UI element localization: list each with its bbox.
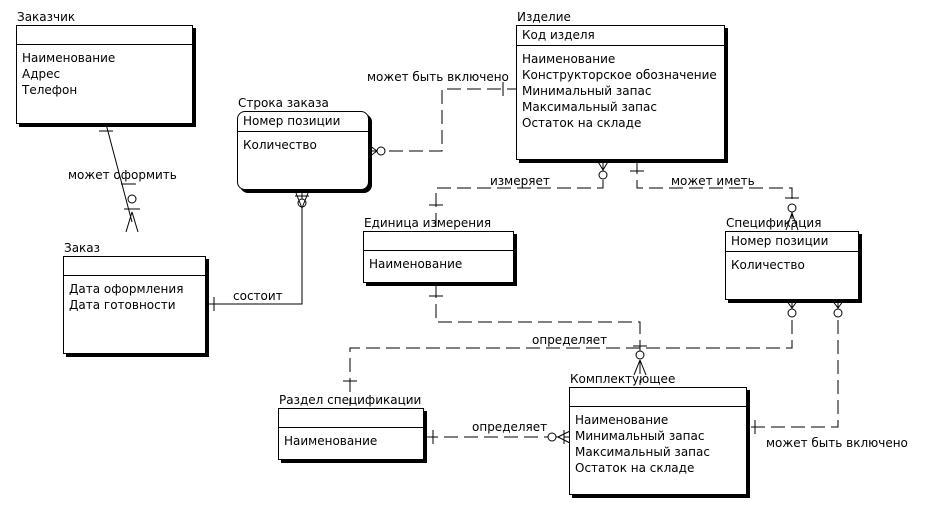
entity-order[interactable]: Дата оформления Дата готовности <box>63 256 206 354</box>
attr-spec-section-name: Наименование <box>284 434 378 448</box>
entity-spec-attrs: Количество <box>726 252 858 276</box>
entity-title-spec: Спецификация <box>726 216 822 230</box>
rel-label-may-be-included-2: может быть включено <box>766 436 908 450</box>
attr-order-line-qty: Количество <box>243 138 317 152</box>
attr-order-created: Дата оформления <box>69 282 184 296</box>
attr-unit-name: Наименование <box>369 257 463 271</box>
entity-title-unit: Единица измерения <box>364 216 492 230</box>
attr-product-min-stock: Минимальный запас <box>522 84 652 98</box>
entity-product[interactable]: Код изделя Наименование Конструкторское … <box>516 25 725 160</box>
entity-order-line-attrs: Количество <box>238 132 368 156</box>
entity-spec-key: Номер позиции <box>726 232 858 252</box>
attr-product-max-stock: Максимальный запас <box>522 100 657 114</box>
rel-label-defines-1: определяет <box>532 333 608 347</box>
entity-spec-section[interactable]: Наименование <box>278 408 424 460</box>
entity-title-product: Изделие <box>517 10 571 24</box>
rel-label-can-place: может оформить <box>68 168 177 182</box>
attr-order-ready: Дата готовности <box>69 298 176 312</box>
attr-product-design-code: Конструкторское обозначение <box>522 68 717 82</box>
rel-orderline-product <box>368 82 516 158</box>
entity-title-order-line: Строка заказа <box>238 96 329 110</box>
entity-title-customer: Заказчик <box>17 10 76 24</box>
attr-component-name: Наименование <box>575 413 669 427</box>
entity-customer[interactable]: Наименование Адрес Телефон <box>16 25 193 124</box>
entity-product-key: Код изделя <box>517 26 724 46</box>
rel-customer-order <box>99 123 140 233</box>
entity-product-attrs: Наименование Конструкторское обозначение… <box>517 46 724 134</box>
entity-order-attrs: Дата оформления Дата готовности <box>64 276 205 316</box>
entity-unit[interactable]: Наименование <box>363 231 514 283</box>
rel-label-may-have: может иметь <box>671 174 755 188</box>
entity-title-component: Комплектующее <box>570 372 676 386</box>
rel-product-unit <box>429 159 610 231</box>
entity-spec-section-key <box>279 409 423 428</box>
attr-product-on-hand: Остаток на складе <box>522 116 642 130</box>
entity-component-key <box>570 388 746 407</box>
attr-component-max-stock: Максимальный запас <box>575 445 710 459</box>
entity-customer-attrs: Наименование Адрес Телефон <box>17 45 192 101</box>
rel-section-component <box>424 430 571 444</box>
rel-label-consists: состоит <box>233 289 283 303</box>
rel-label-may-be-included-1: может быть включено <box>367 70 509 84</box>
rel-label-measures: измеряет <box>490 174 550 188</box>
attr-product-name: Наименование <box>522 52 616 66</box>
attr-spec-qty: Количество <box>731 258 805 272</box>
entity-spec-section-attrs: Наименование <box>279 428 423 452</box>
entity-order-key <box>64 257 205 276</box>
rel-unit-component <box>429 284 647 385</box>
entity-component[interactable]: Наименование Минимальный запас Максималь… <box>569 387 747 495</box>
attr-customer-address: Адрес <box>22 67 61 81</box>
entity-title-spec-section: Раздел спецификации <box>279 393 422 407</box>
entity-title-order: Заказ <box>64 241 101 255</box>
rel-product-spec <box>630 160 799 231</box>
entity-unit-attrs: Наименование <box>364 251 513 275</box>
attr-component-min-stock: Минимальный запас <box>575 429 705 443</box>
entity-customer-key <box>17 26 192 45</box>
entity-component-attrs: Наименование Минимальный запас Максималь… <box>570 407 746 479</box>
entity-order-line[interactable]: Номер позиции Количество <box>237 111 369 190</box>
rel-spec-component <box>749 299 845 434</box>
rel-label-defines-2: определяет <box>472 420 548 434</box>
attr-customer-phone: Телефон <box>22 83 78 97</box>
entity-spec[interactable]: Номер позиции Количество <box>725 231 859 300</box>
rel-spec-section <box>343 299 799 406</box>
attr-component-on-hand: Остаток на складе <box>575 461 695 475</box>
entity-order-line-key: Номер позиции <box>238 112 368 132</box>
attr-customer-name: Наименование <box>22 51 116 65</box>
rel-order-orderline <box>206 192 309 311</box>
entity-unit-key <box>364 232 513 251</box>
